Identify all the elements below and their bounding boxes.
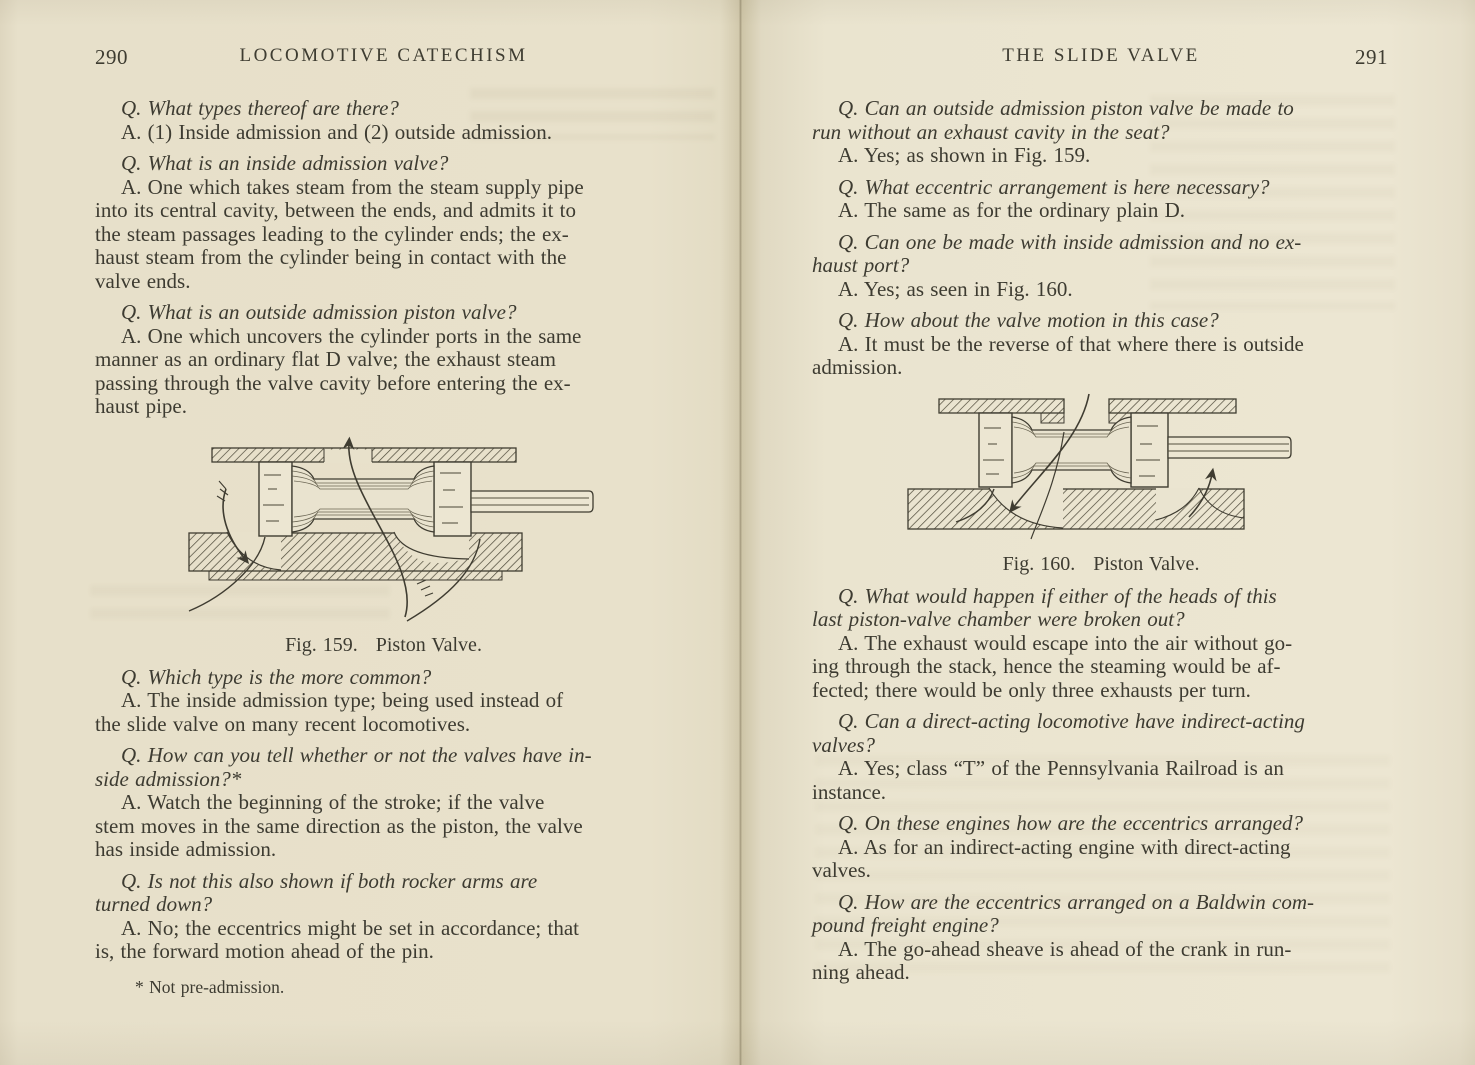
qa-paragraph: Q. Can an outside admission piston valve…	[812, 96, 1294, 144]
qa-paragraph: A. Watch the beginning of the stroke; if…	[95, 790, 583, 861]
qa-paragraph: A. One which uncovers the cylinder ports…	[95, 323, 582, 418]
right-page-body: Q. Can an outside admission piston valve…	[812, 96, 1390, 985]
page-gutter	[739, 0, 742, 1065]
qa-paragraph: Q. What types thereof are there?	[121, 96, 399, 120]
qa-paragraph: A. Yes; as shown in Fig. 159.	[838, 143, 1091, 167]
qa-paragraph: Q. How are the eccentrics arranged on a …	[812, 889, 1314, 937]
qa-paragraph: Q. What is an inside admission valve?	[121, 151, 449, 175]
qa-paragraph: Q. What is an outside admission piston v…	[121, 300, 517, 324]
qa-paragraph: Q. What eccentric arrangement is here ne…	[838, 174, 1270, 199]
qa-paragraph: A. As for an indirect-acting engine with…	[812, 834, 1291, 882]
qa-paragraph: A. The go-ahead sheave is ahead of the c…	[812, 936, 1292, 984]
figure-159-caption: Fig. 159. Piston Valve.	[285, 634, 482, 656]
qa-paragraph: Q. How about the valve motion in this ca…	[838, 308, 1219, 332]
footnote: * Not pre-admission.	[135, 976, 285, 997]
right-page: THE SLIDE VALVE 291 Q. Can an outside ad…	[812, 45, 1390, 985]
left-page: 290 LOCOMOTIVE CATECHISM Q. What types t…	[95, 45, 672, 999]
qa-paragraph: Q. Is not this also shown if both rocker…	[95, 868, 538, 916]
left-running-head: LOCOMOTIVE CATECHISM	[239, 45, 528, 66]
qa-paragraph: A. The inside admission type; being used…	[95, 688, 564, 736]
qa-paragraph: Q. What would happen if either of the he…	[812, 583, 1277, 631]
qa-paragraph: A. The same as for the ordinary plain D.	[838, 198, 1186, 222]
piston-valve-diagram-159	[187, 436, 594, 622]
qa-paragraph: Q. Can one be made with inside admission…	[812, 229, 1302, 277]
right-page-number: 291	[1355, 45, 1388, 69]
figure-160: Fig. 160. Piston Valve.	[812, 392, 1390, 577]
qa-paragraph: A. (1) Inside admission and (2) outside …	[121, 119, 553, 144]
qa-paragraph: A. It must be the reverse of that where …	[812, 331, 1304, 379]
qa-paragraph: A. Yes; class “T” of the Pennsylvania Ra…	[812, 756, 1284, 804]
left-page-header: 290 LOCOMOTIVE CATECHISM	[95, 45, 672, 71]
qa-paragraph: Q. How can you tell whether or not the v…	[95, 743, 592, 791]
left-page-body: Q. What types thereof are there? A. (1) …	[95, 96, 672, 999]
piston-valve-diagram-160	[907, 393, 1292, 539]
right-running-head: THE SLIDE VALVE	[1002, 45, 1200, 66]
right-page-header: THE SLIDE VALVE 291	[812, 45, 1390, 71]
qa-paragraph: A. No; the eccentrics might be set in ac…	[95, 915, 579, 963]
qa-paragraph: A. Yes; as seen in Fig. 160.	[838, 276, 1073, 301]
left-page-number: 290	[95, 45, 128, 69]
figure-159: Fig. 159. Piston Valve.	[95, 433, 672, 658]
qa-paragraph: A. The exhaust would escape into the air…	[812, 630, 1293, 702]
qa-paragraph: A. One which takes steam from the steam …	[95, 174, 584, 293]
figure-160-caption: Fig. 160. Piston Valve.	[1002, 553, 1200, 575]
qa-paragraph: Q. Which type is the more common?	[121, 664, 432, 689]
qa-paragraph: Q. On these engines how are the eccentri…	[838, 811, 1304, 835]
qa-paragraph: Q. Can a direct-acting locomotive have i…	[812, 709, 1305, 757]
